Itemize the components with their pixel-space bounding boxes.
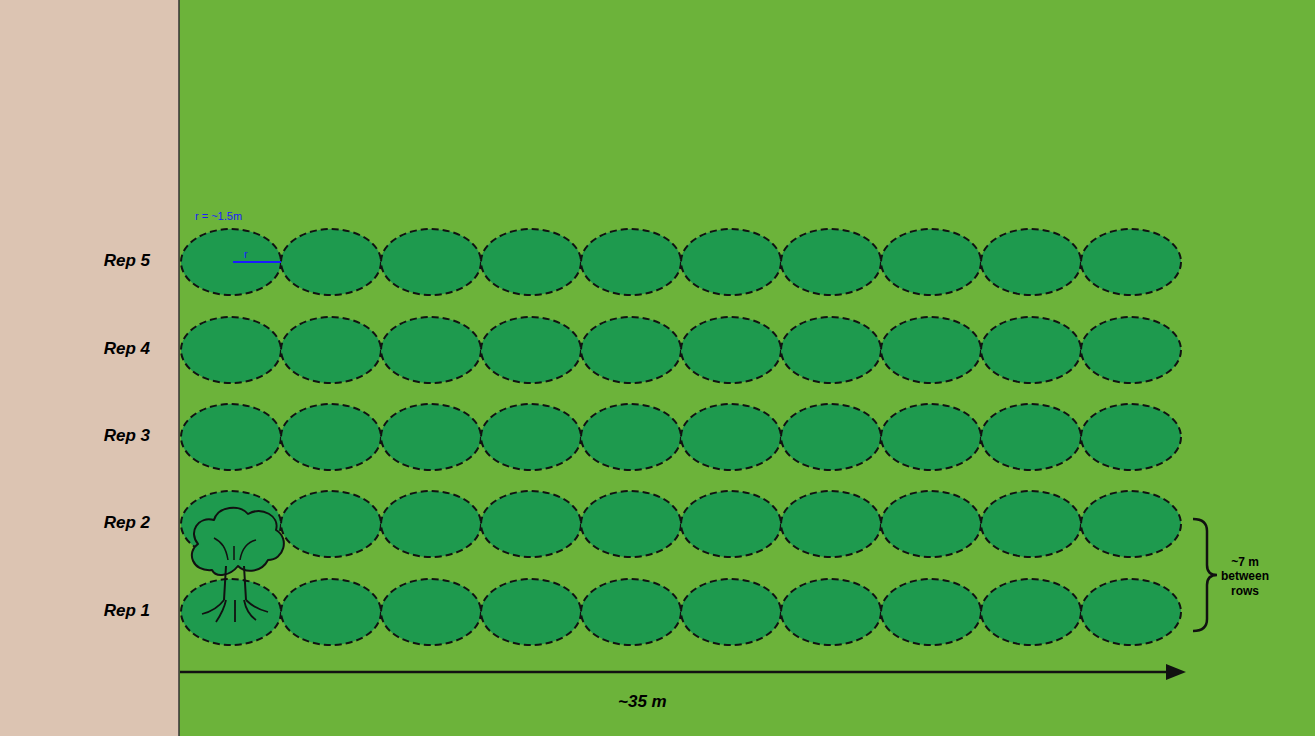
plot-circle: [681, 229, 781, 295]
plot-circle: [581, 579, 681, 645]
plot-circle: [881, 579, 981, 645]
spacing-brace: [1193, 519, 1217, 631]
plot-circle: [881, 491, 981, 557]
arrow-head: [1166, 664, 1186, 680]
plot-circle: [981, 404, 1081, 470]
plot-circle: [681, 491, 781, 557]
plot-circle: [681, 317, 781, 383]
plot-circle: [281, 404, 381, 470]
radius-line: [233, 261, 281, 263]
plot-circle: [181, 404, 281, 470]
plot-circle: [881, 404, 981, 470]
plot-circle: [581, 404, 681, 470]
plot-circle: [1081, 229, 1181, 295]
plot-circle: [781, 229, 881, 295]
plot-circle: [381, 579, 481, 645]
rep-label: Rep 3: [70, 426, 150, 446]
tree-icon: [192, 508, 284, 622]
plot-circle: [481, 404, 581, 470]
plot-circle: [581, 317, 681, 383]
plot-circle: [181, 229, 281, 295]
rep-label: Rep 2: [70, 513, 150, 533]
plot-circle: [581, 229, 681, 295]
plot-circle: [281, 317, 381, 383]
length-arrow: [180, 671, 1170, 674]
plot-circle: [281, 579, 381, 645]
plot-circle: [281, 229, 381, 295]
plot-circle: [381, 404, 481, 470]
plot-circle: [781, 404, 881, 470]
plot-circle: [281, 491, 381, 557]
plot-circle: [681, 404, 781, 470]
plot-circle: [181, 317, 281, 383]
plot-circle: [981, 317, 1081, 383]
plot-circle: [1081, 579, 1181, 645]
plot-circle: [781, 579, 881, 645]
plot-circle: [181, 579, 281, 645]
plot-grid: [181, 229, 1181, 645]
radius-label: r = ~1.5m: [195, 210, 242, 222]
plot-circle: [781, 317, 881, 383]
strip-edge: [178, 0, 180, 736]
spacing-label: ~7 m between rows: [1213, 555, 1277, 598]
plot-circle: [381, 317, 481, 383]
rep-label: Rep 4: [70, 339, 150, 359]
rep-label: Rep 1: [70, 601, 150, 621]
plot-circle: [481, 491, 581, 557]
plot-circle: [981, 229, 1081, 295]
plot-circle: [481, 317, 581, 383]
rep-label: Rep 5: [70, 251, 150, 271]
plot-circle: [381, 229, 481, 295]
plot-circle: [481, 579, 581, 645]
plot-circle: [981, 491, 1081, 557]
plot-circle: [1081, 317, 1181, 383]
plot-circle: [581, 491, 681, 557]
plot-circle: [1081, 491, 1181, 557]
plot-circle: [881, 317, 981, 383]
plot-circle: [381, 491, 481, 557]
plot-circle: [781, 491, 881, 557]
plot-circle: [681, 579, 781, 645]
radius-symbol: r: [244, 248, 248, 260]
plot-circle: [881, 229, 981, 295]
length-label: ~35 m: [618, 692, 667, 712]
plot-circle: [1081, 404, 1181, 470]
plot-circle: [981, 579, 1081, 645]
path-strip: [0, 0, 179, 736]
plot-circle: [481, 229, 581, 295]
